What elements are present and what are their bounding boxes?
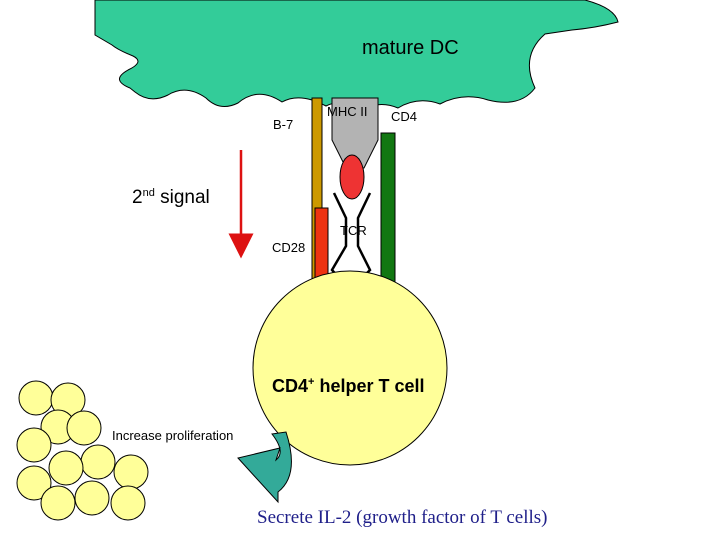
mhc-label: MHC II — [327, 104, 368, 119]
tcr-label: TCR — [340, 223, 367, 238]
small-t-cell — [48, 450, 84, 486]
tcell-name: CD4 — [272, 376, 309, 396]
mhc-ii-molecule — [331, 97, 379, 169]
dc-label: mature DC — [362, 37, 459, 59]
cd4-label: CD4 — [391, 109, 418, 124]
second-signal-label: 2nd signal — [132, 187, 210, 208]
tcell-superscript: + — [308, 376, 315, 388]
signal-superscript: nd — [142, 187, 155, 199]
small-t-cell — [66, 410, 102, 446]
small-t-cell — [16, 465, 52, 501]
small-t-cell — [40, 485, 76, 521]
peptide-antigen — [339, 154, 365, 200]
small-t-cell — [80, 444, 116, 480]
tcell-rest: helper T cell — [319, 376, 425, 396]
small-t-cell — [18, 380, 54, 416]
il2-curved-arrow — [237, 431, 292, 504]
small-t-cell — [16, 427, 52, 463]
helper-t-cell — [252, 270, 448, 466]
small-t-cell — [110, 485, 146, 521]
small-t-cell — [74, 480, 110, 516]
il2-label: Secrete IL-2 (growth factor of T cells) — [257, 507, 548, 528]
b7-label: B-7 — [273, 117, 294, 132]
small-t-cell — [113, 454, 149, 490]
proliferation-label: Increase proliferation — [112, 428, 234, 443]
signal-number: 2 — [132, 187, 143, 208]
cd4-molecule — [380, 132, 396, 289]
tcell-label: CD4+ helper T cell — [272, 376, 425, 396]
dendritic-cell — [94, 0, 619, 111]
proliferating-cells — [16, 380, 149, 521]
cd28-label: CD28 — [272, 240, 306, 255]
signal-word: signal — [160, 187, 210, 208]
